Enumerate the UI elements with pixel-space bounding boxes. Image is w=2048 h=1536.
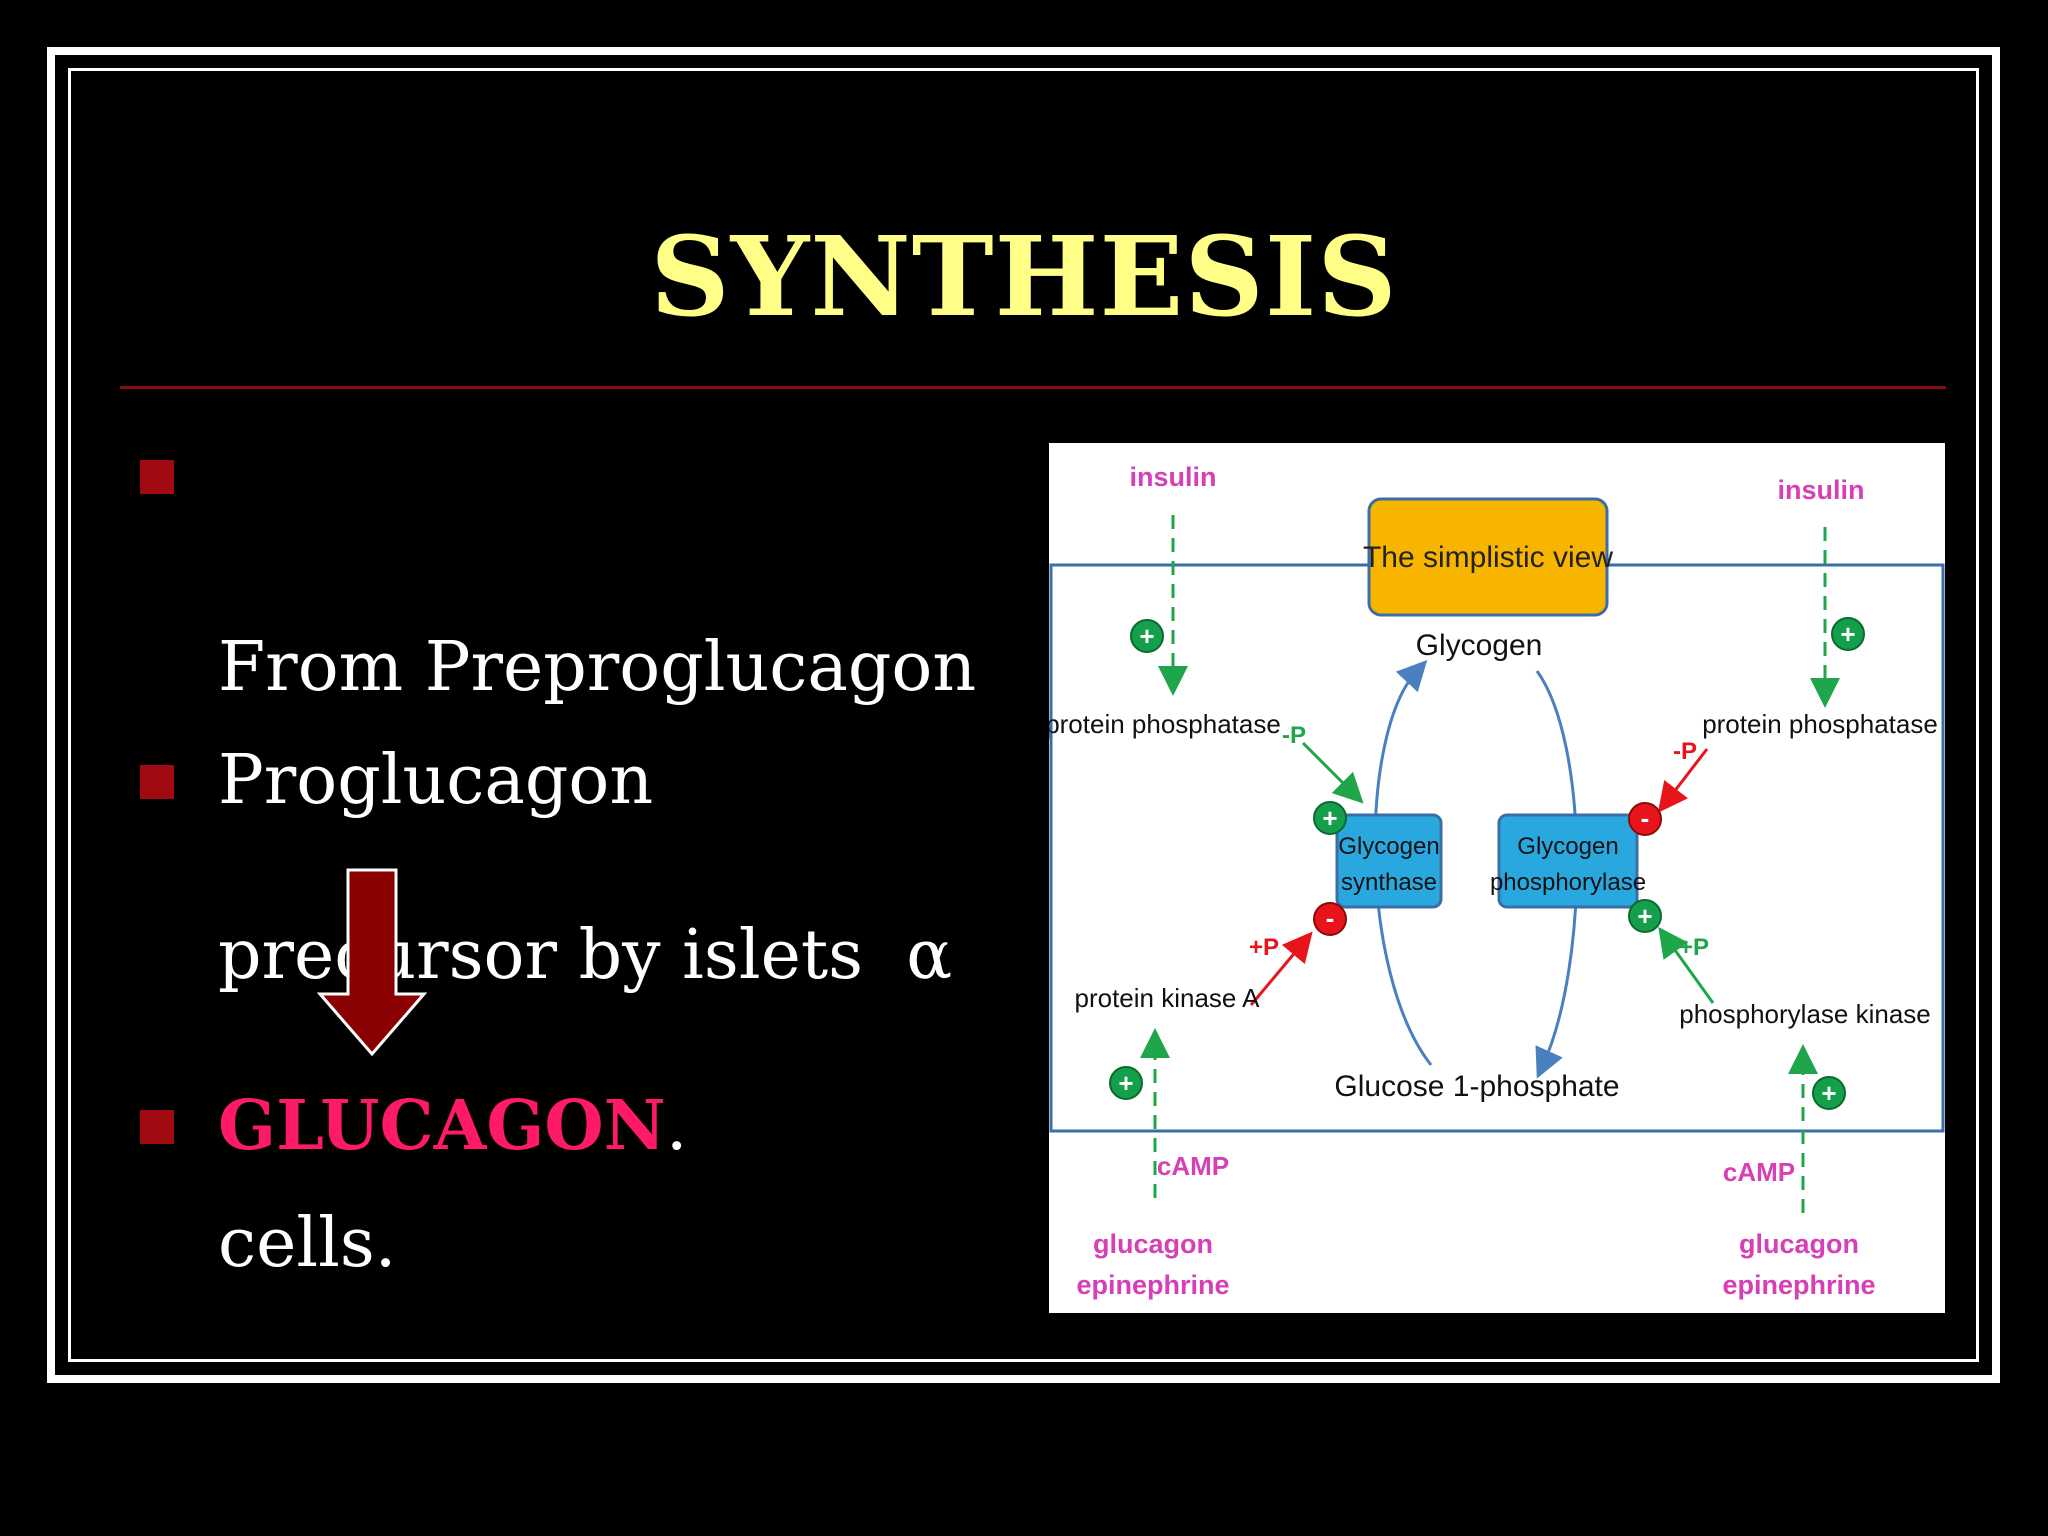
- minus-sign: -: [1641, 803, 1650, 833]
- right-epinephrine-label: epinephrine: [1722, 1270, 1875, 1300]
- right-minus-p-label: -P: [1673, 738, 1697, 765]
- glucose-1-phosphate-label: Glucose 1-phosphate: [1334, 1070, 1619, 1103]
- slide-title: SYNTHESIS: [650, 212, 1398, 341]
- left-kinase-label: protein kinase A: [1074, 983, 1260, 1013]
- plus-sign: +: [1840, 619, 1855, 649]
- right-glucagon-label: glucagon: [1739, 1229, 1859, 1259]
- right-camp-label: cAMP: [1723, 1157, 1795, 1187]
- synthase-label-line1: Glycogen: [1338, 833, 1439, 860]
- plus-sign: +: [1322, 803, 1337, 833]
- glycogen-label: Glycogen: [1416, 629, 1543, 662]
- plus-sign: +: [1637, 901, 1652, 931]
- right-plus-p-label: +P: [1679, 934, 1709, 961]
- glycogen-synthase-box: [1335, 813, 1443, 909]
- right-kinase-label: phosphorylase kinase: [1679, 999, 1931, 1029]
- plus-sign: +: [1139, 621, 1154, 651]
- right-dephosphorylation-arrow: [1657, 748, 1709, 813]
- left-epinephrine-label: epinephrine: [1076, 1270, 1229, 1300]
- bullet-marker: [140, 765, 174, 799]
- bullet-text: Proglucagon: [218, 741, 654, 820]
- down-arrow-icon: [316, 868, 428, 1057]
- left-phosphatase-label: protein phosphatase: [1049, 709, 1281, 739]
- outer-frame: [47, 47, 2000, 1383]
- glycogen-phosphorylase-box: [1497, 813, 1639, 909]
- left-dephosphorylation-arrow: [1301, 741, 1364, 804]
- glucagon-period: .: [665, 1087, 688, 1166]
- phosphorylase-label-line2: phosphorylase: [1490, 869, 1646, 896]
- left-camp-label: cAMP: [1157, 1151, 1229, 1181]
- plus-circle-icon: [1130, 619, 1164, 653]
- plus-sign: +: [1821, 1078, 1836, 1108]
- diagram-svg: The simplistic view Glycogen Glucose 1-p…: [1049, 462, 1945, 1300]
- title-divider: [120, 386, 1946, 389]
- bullet-line: From Preproglucagon: [218, 628, 977, 707]
- plus-sign: +: [1118, 1068, 1133, 1098]
- minus-circle-icon: [1313, 902, 1347, 936]
- plus-circle-icon: [1831, 617, 1865, 651]
- left-minus-p-label: -P: [1282, 722, 1306, 749]
- simplistic-view-banner: [1367, 497, 1609, 617]
- banner-text: The simplistic view: [1363, 541, 1613, 574]
- left-phosphorylation-arrow: [1249, 931, 1313, 1006]
- plus-circle-icon: [1313, 801, 1347, 835]
- right-phosphatase-label: protein phosphatase: [1702, 709, 1938, 739]
- minus-sign: -: [1326, 903, 1335, 933]
- glucagon-highlight: GLUCAGON: [218, 1086, 666, 1166]
- right-insulin-label: insulin: [1778, 475, 1865, 505]
- glycogen-regulation-diagram: The simplistic view Glycogen Glucose 1-p…: [1049, 443, 1945, 1313]
- left-plus-p-label: +P: [1249, 934, 1279, 961]
- bullet-line: cells.: [218, 1204, 397, 1283]
- bullet-marker: [140, 1110, 174, 1144]
- plus-circle-icon: [1109, 1066, 1143, 1100]
- bullet-marker: [140, 460, 174, 494]
- phosphorylase-label-line1: Glycogen: [1517, 833, 1618, 860]
- left-insulin-label: insulin: [1130, 462, 1217, 492]
- plus-circle-icon: [1812, 1076, 1846, 1110]
- minus-circle-icon: [1628, 802, 1662, 836]
- right-phosphorylation-arrow: [1658, 926, 1715, 1004]
- left-glucagon-label: glucagon: [1093, 1229, 1213, 1259]
- synthase-label-line2: synthase: [1341, 869, 1437, 896]
- plus-circle-icon: [1628, 899, 1662, 933]
- inner-frame: [68, 68, 1979, 1362]
